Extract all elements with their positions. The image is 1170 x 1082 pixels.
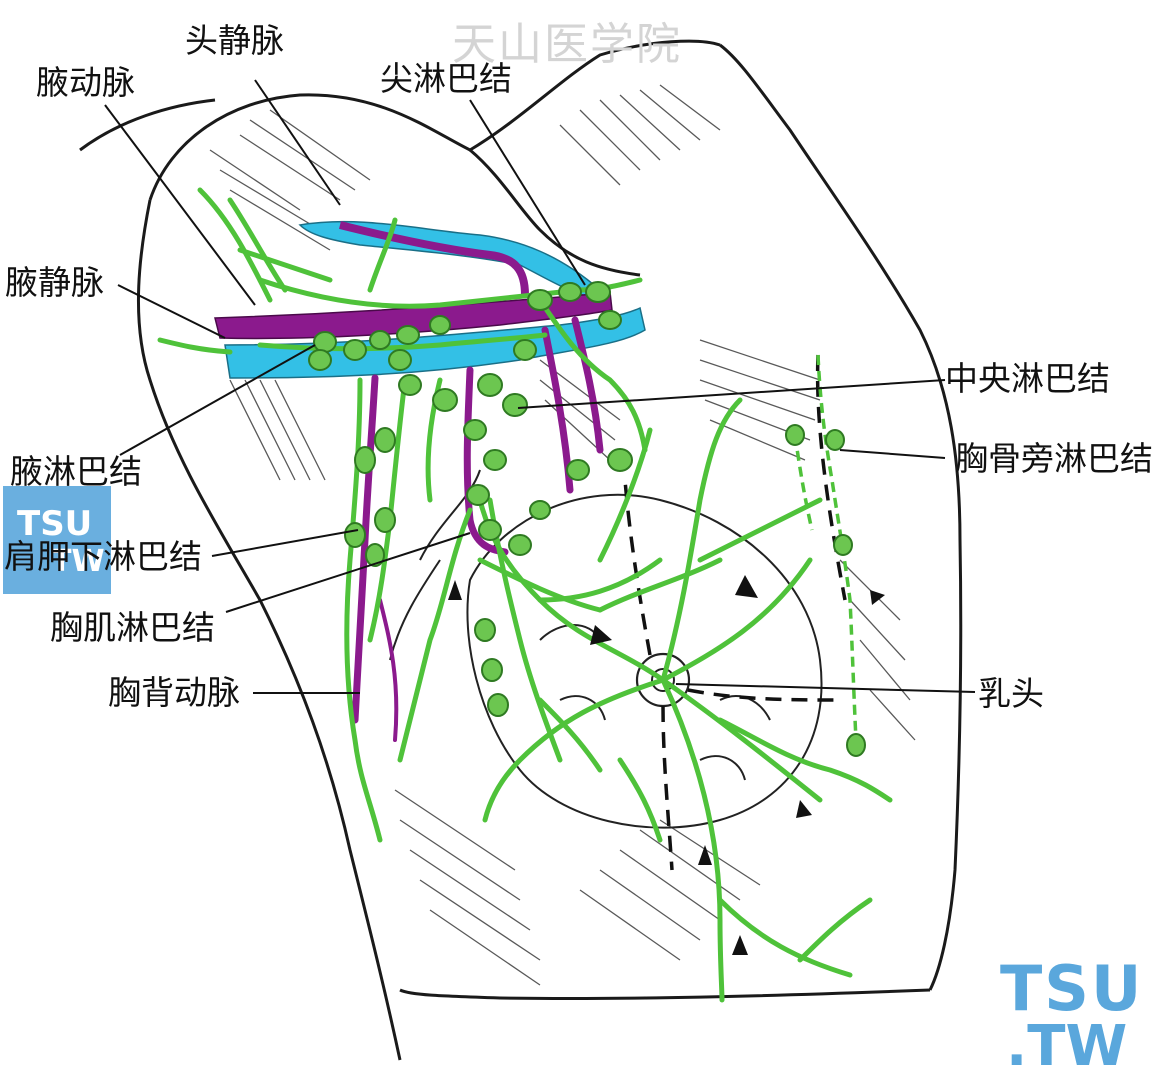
label-nipple: 乳头 xyxy=(978,674,1044,713)
tsu-logo-large-line1: TSU xyxy=(1000,952,1144,1025)
label-axillary-vein: 腋静脉 xyxy=(5,263,104,302)
site-watermark: 天山医学院 xyxy=(452,19,682,70)
label-pectoral-nodes: 胸肌淋巴结 xyxy=(50,608,215,647)
axillary-artery-band xyxy=(214,221,613,340)
label-thoracodorsal-artery: 胸背动脉 xyxy=(108,673,240,712)
muscle-hatching xyxy=(209,84,916,986)
label-parasternal-nodes: 胸骨旁淋巴结 xyxy=(955,439,1153,478)
label-axillary-artery: 腋动脉 xyxy=(36,63,135,102)
tsu-logo-small: TSU TW xyxy=(3,486,111,594)
label-apical-nodes: 尖淋巴结 xyxy=(380,59,512,98)
label-subscapular-nodes: 肩胛下淋巴结 xyxy=(4,537,202,576)
leader-lines xyxy=(104,79,976,694)
tsu-logo-small-line1: TSU xyxy=(17,504,93,544)
parasternal-lymphatics xyxy=(793,354,858,741)
flow-arrows xyxy=(448,575,885,955)
dashed-boundaries xyxy=(623,354,847,871)
label-central-nodes: 中央淋巴结 xyxy=(945,359,1110,398)
label-axillary-nodes: 腋淋巴结 xyxy=(10,452,142,491)
tsu-logo-small-line2: TW xyxy=(51,544,105,579)
lymph-nodes xyxy=(308,281,866,757)
tsu-logo-large-line2: .TW xyxy=(1006,1014,1128,1079)
label-cephalic-vein: 头静脉 xyxy=(185,21,284,60)
tsu-logo-large: TSU .TW xyxy=(1000,952,1160,1082)
body-outline xyxy=(79,39,963,1061)
